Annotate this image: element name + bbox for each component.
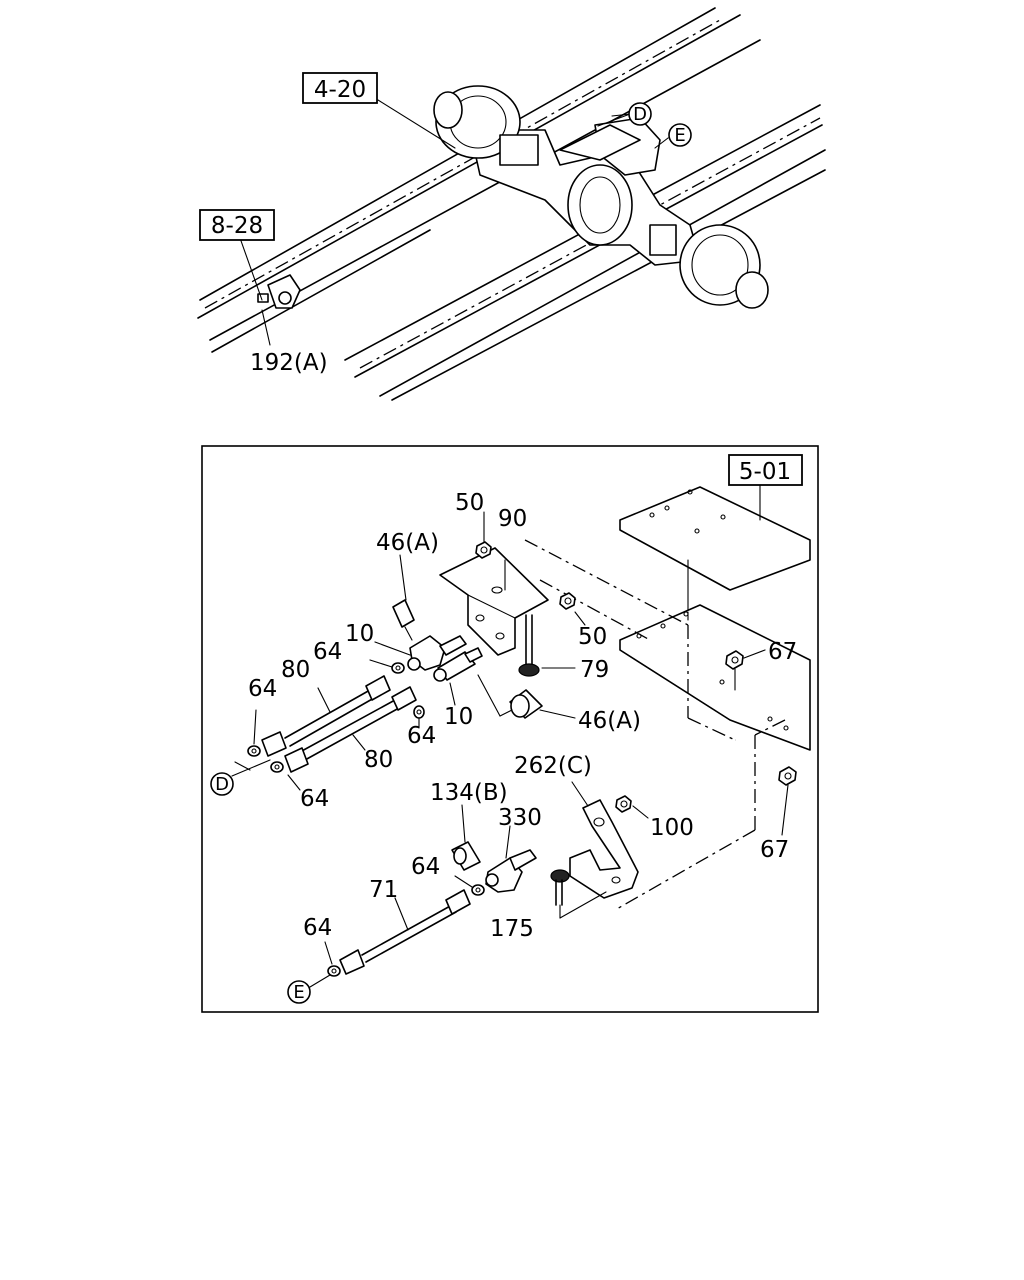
- plug-46A-top[interactable]: [392, 554, 415, 641]
- washer-64-a[interactable]: [391, 662, 405, 674]
- label-64-bottom: 64: [300, 786, 329, 812]
- connector-D-top-label: D: [633, 104, 647, 125]
- label-71: 71: [369, 877, 398, 903]
- plug-134B[interactable]: [451, 804, 481, 871]
- washer-64-c[interactable]: [247, 745, 261, 757]
- label-50-right: 50: [578, 624, 607, 650]
- washer-64-f[interactable]: [327, 965, 341, 977]
- bolt-175[interactable]: [550, 869, 607, 919]
- chassis-overview: [197, 7, 826, 401]
- washer-64-e[interactable]: [471, 884, 485, 896]
- label-46A-bottom: 46(A): [578, 708, 641, 734]
- nut-50-top[interactable]: [475, 541, 492, 559]
- nut-67-bottom[interactable]: [778, 766, 797, 836]
- washer-64-d[interactable]: [270, 761, 284, 773]
- label-67-bottom: 67: [760, 837, 789, 863]
- label-10-top: 10: [345, 621, 374, 647]
- label-46A-top: 46(A): [376, 530, 439, 556]
- label-192A: 192(A): [250, 350, 328, 376]
- ref-8-28-label: 8-28: [211, 213, 263, 239]
- bracket-262C[interactable]: [569, 781, 639, 899]
- fitting-10-bottom[interactable]: [433, 647, 483, 706]
- label-64-mid: 64: [407, 723, 436, 749]
- connector-E-detail-label: E: [293, 982, 304, 1003]
- label-175: 175: [490, 916, 534, 942]
- ref-box-4-20[interactable]: 4-20: [302, 72, 378, 104]
- label-64-lower: 64: [411, 854, 440, 880]
- label-262C: 262(C): [514, 753, 592, 779]
- label-80-bottom: 80: [364, 747, 393, 773]
- label-10-bottom: 10: [444, 704, 473, 730]
- washer-64-b[interactable]: [413, 705, 425, 719]
- label-50-top: 50: [455, 490, 484, 516]
- label-64-end: 64: [303, 915, 332, 941]
- ref-box-8-28[interactable]: 8-28: [199, 209, 275, 241]
- nut-100[interactable]: [615, 795, 649, 819]
- label-100: 100: [650, 815, 694, 841]
- nut-67-top[interactable]: [725, 649, 766, 691]
- connector-D-detail-label: D: [215, 774, 229, 795]
- cross-member: [619, 484, 811, 751]
- label-64-a: 64: [313, 639, 342, 665]
- plug-46A-bottom[interactable]: [477, 674, 576, 719]
- ref-box-5-01[interactable]: 5-01: [728, 454, 803, 486]
- label-64-left: 64: [248, 676, 277, 702]
- label-67-top: 67: [768, 639, 797, 665]
- tee-fitting-10-top[interactable]: [374, 635, 467, 671]
- detail-frame: [201, 445, 819, 1013]
- phantom-lines: [524, 539, 786, 911]
- fitting-330[interactable]: [485, 825, 537, 893]
- label-79: 79: [580, 657, 609, 683]
- label-80-top: 80: [281, 657, 310, 683]
- hose-80-top[interactable]: [261, 675, 391, 757]
- connector-D-top[interactable]: D: [628, 102, 652, 126]
- hose-80-bottom[interactable]: [284, 686, 417, 773]
- hose-71[interactable]: [339, 889, 471, 975]
- label-90: 90: [498, 506, 527, 532]
- connector-E-detail[interactable]: E: [287, 974, 331, 1004]
- ref-4-20-label: 4-20: [314, 77, 366, 103]
- connector-E-top[interactable]: E: [668, 123, 692, 147]
- connector-D-detail[interactable]: D: [210, 772, 234, 796]
- nut-50-right[interactable]: [559, 592, 576, 610]
- ref-5-01-label: 5-01: [739, 459, 791, 485]
- bolt-79[interactable]: [518, 614, 576, 677]
- bracket-90[interactable]: [439, 547, 549, 656]
- label-330: 330: [498, 805, 542, 831]
- connector-E-top-label: E: [674, 125, 685, 146]
- label-134B: 134(B): [430, 780, 508, 806]
